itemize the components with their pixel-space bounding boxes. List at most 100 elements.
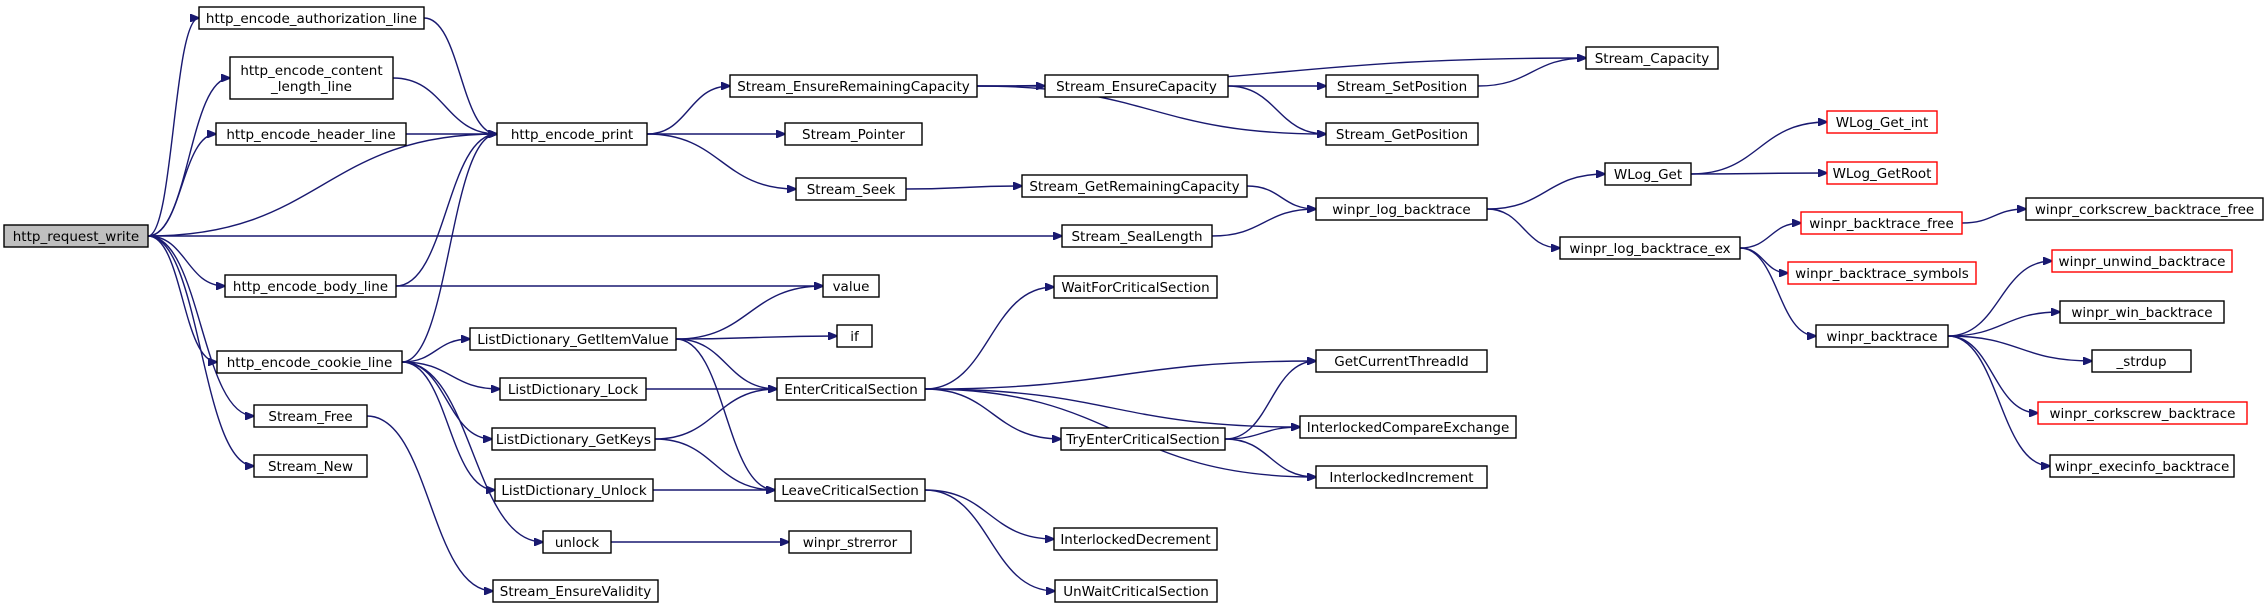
- function-node-http-encode-body-line[interactable]: http_encode_body_line: [224, 274, 397, 298]
- function-node-stream-getremainingcapacity[interactable]: Stream_GetRemainingCapacity: [1021, 174, 1248, 198]
- function-node-tryentercriticalsection[interactable]: TryEnterCriticalSection: [1060, 427, 1226, 451]
- function-node-wlog-getroot[interactable]: WLog_GetRoot: [1826, 161, 1938, 185]
- function-node-stream-ensurevalidity[interactable]: Stream_EnsureValidity: [492, 579, 659, 603]
- call-edge: [1486, 174, 1605, 210]
- edge-entercriticalsection-to-getcurrentthreadid: [924, 361, 1316, 390]
- node-label: http_encode_authorization_line: [206, 11, 417, 27]
- call-edge: [147, 134, 497, 237]
- node-box: [795, 177, 907, 201]
- root-function-node[interactable]: http_request_write: [3, 224, 149, 248]
- function-node-winpr-log-backtrace[interactable]: winpr_log_backtrace: [1315, 197, 1488, 221]
- edge-stream-ensurecapacity-to-stream-getposition: [1227, 85, 1326, 134]
- function-node-unlock[interactable]: unlock: [542, 530, 612, 554]
- function-node-winpr-log-backtrace-ex[interactable]: winpr_log_backtrace_ex: [1559, 236, 1741, 260]
- function-node-wlog-get-int[interactable]: WLog_Get_int: [1826, 110, 1938, 134]
- node-label: winpr_backtrace_free: [1809, 216, 1954, 232]
- call-edge: [924, 489, 1054, 539]
- function-node-stream-ensureremainingcapacity[interactable]: Stream_EnsureRemainingCapacity: [729, 74, 978, 98]
- node-label: http_encode_print: [511, 127, 633, 143]
- edge-http-encode-body-line-to-http-encode-print: [395, 134, 497, 287]
- function-node-listdictionary-getkeys[interactable]: ListDictionary_GetKeys: [491, 427, 656, 451]
- call-edge: [1227, 85, 1326, 134]
- node-box: [1604, 162, 1692, 186]
- call-edge: [147, 235, 254, 416]
- node-box: [198, 6, 425, 30]
- call-edge: [1477, 58, 1586, 87]
- function-node-stream-free[interactable]: Stream_Free: [253, 404, 368, 428]
- call-edge: [1690, 122, 1827, 175]
- function-node-http-encode-content-length-line[interactable]: http_encode_content_length_line: [229, 56, 394, 100]
- node-box: [1053, 275, 1218, 299]
- function-node-if[interactable]: if: [836, 324, 873, 348]
- node-label: value: [833, 279, 870, 295]
- edge-wlog-get-to-wlog-get-int: [1690, 122, 1827, 175]
- function-node-unwaitcriticalsection[interactable]: UnWaitCriticalSection: [1054, 579, 1218, 603]
- node-box: [492, 579, 659, 603]
- function-node-stream-pointer[interactable]: Stream_Pointer: [784, 122, 923, 146]
- node-box: [836, 324, 873, 348]
- function-node-http-encode-authorization-line[interactable]: http_encode_authorization_line: [198, 6, 425, 30]
- edge-entercriticalsection-to-interlockedcompareexchange: [924, 388, 1300, 427]
- function-node-stream-new[interactable]: Stream_New: [253, 454, 368, 478]
- function-node-stream-seek[interactable]: Stream_Seek: [795, 177, 907, 201]
- edge-winpr-log-backtrace-ex-to-winpr-backtrace: [1739, 247, 1816, 336]
- function-node-stream-ensurecapacity[interactable]: Stream_EnsureCapacity: [1044, 74, 1229, 98]
- function-node-winpr-backtrace-free[interactable]: winpr_backtrace_free: [1800, 211, 1963, 235]
- function-node-http-encode-cookie-line[interactable]: http_encode_cookie_line: [216, 350, 403, 374]
- function-node-winpr-corkscrew-backtrace[interactable]: winpr_corkscrew_backtrace: [2037, 401, 2248, 425]
- function-node-winpr-strerror[interactable]: winpr_strerror: [788, 530, 912, 554]
- function-node-stream-seallength[interactable]: Stream_SealLength: [1061, 224, 1213, 248]
- node-label: _strdup: [2115, 354, 2166, 370]
- call-edge: [401, 361, 543, 542]
- function-node-interlockedcompareexchange[interactable]: InterlockedCompareExchange: [1299, 415, 1517, 439]
- function-node-waitforcriticalsection[interactable]: WaitForCriticalSection: [1053, 275, 1218, 299]
- function-node-winpr-backtrace-symbols[interactable]: winpr_backtrace_symbols: [1787, 261, 1977, 285]
- function-node-winpr-win-backtrace[interactable]: winpr_win_backtrace: [2059, 300, 2225, 324]
- function-node-winpr-backtrace[interactable]: winpr_backtrace: [1815, 324, 1949, 348]
- node-box: [2051, 249, 2233, 273]
- function-node-entercriticalsection[interactable]: EnterCriticalSection: [776, 377, 926, 401]
- function-node-http-encode-header-line[interactable]: http_encode_header_line: [215, 122, 407, 146]
- function-node-strdup[interactable]: _strdup: [2091, 349, 2192, 373]
- call-edge: [1947, 335, 2050, 466]
- node-box: [1021, 174, 1248, 198]
- edge-winpr-backtrace-to-strdup: [1947, 335, 2092, 361]
- edge-winpr-backtrace-to-winpr-unwind-backtrace: [1947, 261, 2052, 337]
- node-box: [1315, 349, 1488, 373]
- function-node-wlog-get[interactable]: WLog_Get: [1604, 162, 1692, 186]
- function-node-winpr-unwind-backtrace[interactable]: winpr_unwind_backtrace: [2051, 249, 2233, 273]
- function-node-listdictionary-getitemvalue[interactable]: ListDictionary_GetItemValue: [469, 327, 677, 351]
- node-box: [215, 122, 407, 146]
- function-node-winpr-execinfo-backtrace[interactable]: winpr_execinfo_backtrace: [2049, 454, 2235, 478]
- function-node-stream-setposition[interactable]: Stream_SetPosition: [1325, 74, 1479, 98]
- function-node-interlockeddecrement[interactable]: InterlockedDecrement: [1053, 527, 1218, 551]
- function-node-leavecriticalsection[interactable]: LeaveCriticalSection: [774, 478, 926, 502]
- node-label: winpr_corkscrew_backtrace_free: [2035, 202, 2254, 218]
- function-node-listdictionary-unlock[interactable]: ListDictionary_Unlock: [494, 478, 654, 502]
- function-node-stream-getposition[interactable]: Stream_GetPosition: [1325, 122, 1479, 146]
- node-label: Stream_New: [268, 459, 353, 475]
- function-node-stream-capacity[interactable]: Stream_Capacity: [1585, 46, 1719, 70]
- edge-listdictionary-getitemvalue-to-leavecriticalsection: [675, 338, 775, 490]
- edge-stream-setposition-to-stream-capacity: [1477, 58, 1586, 87]
- node-label: Stream_EnsureCapacity: [1056, 79, 1217, 95]
- node-box: [1787, 261, 1977, 285]
- edge-stream-free-to-stream-ensurevalidity: [366, 415, 493, 591]
- node-label: Stream_GetPosition: [1336, 127, 1468, 143]
- function-node-http-encode-print[interactable]: http_encode_print: [496, 122, 648, 146]
- edge-http-request-write-to-http-encode-body-line: [147, 235, 225, 286]
- edge-listdictionary-getkeys-to-leavecriticalsection: [654, 438, 775, 490]
- edge-tryentercriticalsection-to-getcurrentthreadid: [1224, 361, 1316, 440]
- call-edge: [1961, 209, 2026, 224]
- function-node-winpr-corkscrew-backtrace-free[interactable]: winpr_corkscrew_backtrace_free: [2025, 197, 2264, 221]
- node-box: [1325, 122, 1479, 146]
- function-node-listdictionary-lock[interactable]: ListDictionary_Lock: [499, 377, 647, 401]
- function-node-value[interactable]: value: [822, 274, 880, 298]
- function-node-interlockedincrement[interactable]: InterlockedIncrement: [1315, 465, 1488, 489]
- edge-entercriticalsection-to-waitforcriticalsection: [924, 287, 1054, 390]
- edge-http-request-write-to-http-encode-cookie-line: [147, 235, 217, 362]
- call-edge: [675, 338, 777, 389]
- edge-stream-ensureremainingcapacity-to-stream-getposition: [976, 85, 1326, 134]
- function-node-getcurrentthreadid[interactable]: GetCurrentThreadId: [1315, 349, 1488, 373]
